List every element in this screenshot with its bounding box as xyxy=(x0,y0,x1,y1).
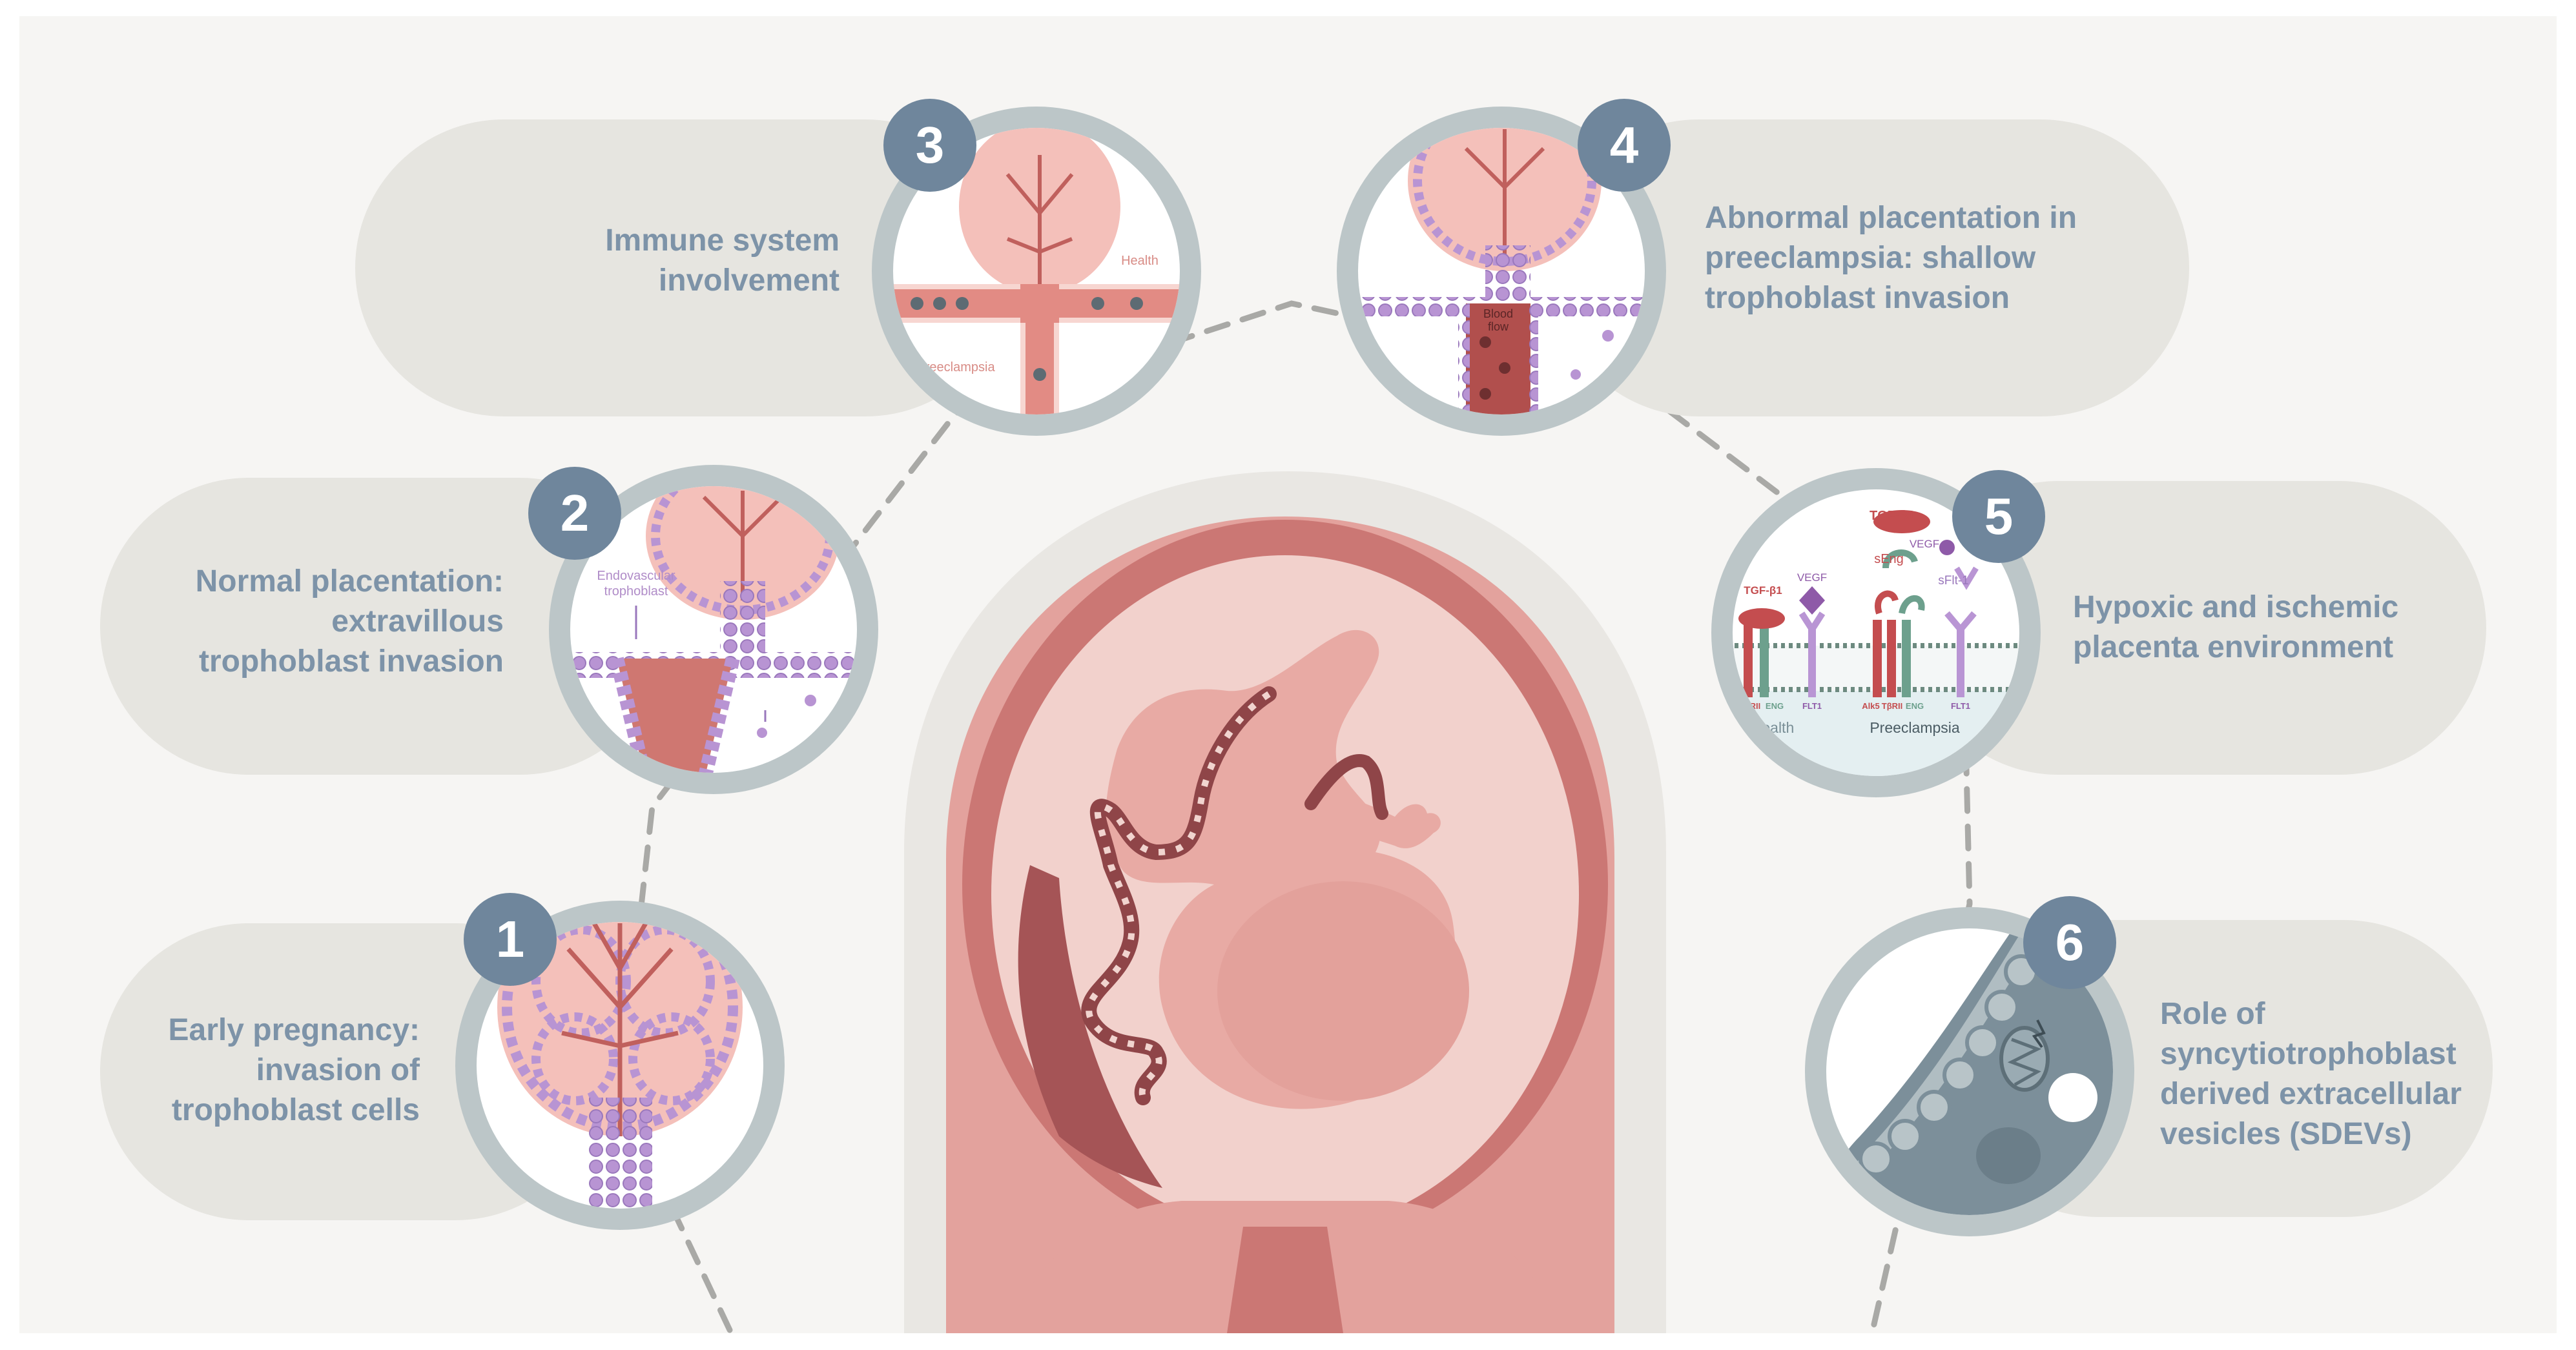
circle-1-inset xyxy=(497,922,743,1209)
badge-4-number: 4 xyxy=(1610,116,1639,174)
inset-2-trophoblast: trophoblast xyxy=(604,584,668,598)
badge-3 xyxy=(883,99,976,192)
placenta xyxy=(1018,865,1162,1188)
badge-1-number: 1 xyxy=(496,910,525,968)
inset-5-sflt: sFlt-1 xyxy=(1938,574,1969,588)
inset-5-tbr-right: TβRII xyxy=(1882,701,1903,711)
inset-5-tgf-left: TGF-β1 xyxy=(1744,584,1782,597)
badge-5-number: 5 xyxy=(1984,487,2014,545)
inset-2-endovascular: Endovascular xyxy=(597,569,675,583)
inset-5-eng-left: ENG xyxy=(1766,701,1784,711)
umbilical-cord-arm-loop xyxy=(1304,754,1388,820)
badge-4 xyxy=(1578,99,1671,192)
circle-step-6: 6 xyxy=(1805,896,2134,1236)
inset-5-flt-right: FLT1 xyxy=(1951,701,1970,711)
uterus-illustration xyxy=(904,471,1666,1333)
cervix-canal xyxy=(1227,1227,1343,1333)
badge-2 xyxy=(528,467,621,560)
inset-5-vegf-left: VEGF xyxy=(1797,571,1827,584)
trophoblast-column-1 xyxy=(588,1098,652,1209)
circle-3-inset: Health Preeclampsia xyxy=(893,128,1180,414)
circle-step-2: Endovascular trophoblast 2 xyxy=(528,465,878,794)
umbilical-cord-stripes xyxy=(1086,691,1271,1099)
inset-5-preeclampsia: Preeclampsia xyxy=(1870,719,1960,736)
inset-4-flow: flow xyxy=(1488,320,1509,333)
inset-3-health: Health xyxy=(1121,254,1159,268)
badge-1 xyxy=(464,893,557,986)
inset-5-eng-right: ENG xyxy=(1906,701,1924,711)
vessel-vertical-3 xyxy=(1020,284,1059,414)
circle-step-3: Health Preeclampsia 3 xyxy=(872,99,1201,436)
anchoring-column-4 xyxy=(1485,245,1530,303)
inset-5-tgf-top: TGF-β1 xyxy=(1870,509,1915,523)
villi-branches-1 xyxy=(561,922,679,1136)
fetus-head xyxy=(1217,881,1469,1101)
badge-6-number: 6 xyxy=(2056,914,2085,971)
spiral-artery-2 xyxy=(617,659,733,773)
inset-5-seng: sEng xyxy=(1874,552,1904,566)
circle-step-1: 1 xyxy=(455,893,785,1230)
narrow-artery-4 xyxy=(1466,303,1530,414)
badge-2-number: 2 xyxy=(561,484,590,542)
badge-3-number: 3 xyxy=(916,116,945,174)
inset-4-blood: Blood xyxy=(1483,307,1513,320)
anchoring-column-2 xyxy=(720,581,765,659)
badge-6 xyxy=(2023,896,2116,989)
inset-3-preeclampsia: Preeclampsia xyxy=(916,360,995,374)
inset-5-vegf-top: VEGF xyxy=(1910,538,1939,550)
inset-5-flt-left: FLT1 xyxy=(1802,701,1822,711)
badge-5 xyxy=(1952,470,2045,563)
fetus-arm xyxy=(1285,781,1441,848)
circle-step-5: TGF-β1 VEGF sEng sFlt-1 TGF-β1 VEGF TβRI… xyxy=(1711,468,2045,797)
circle-step-4: Blood flow 4 xyxy=(1337,99,1671,436)
inset-5-alk: Alk5 xyxy=(1862,701,1879,711)
